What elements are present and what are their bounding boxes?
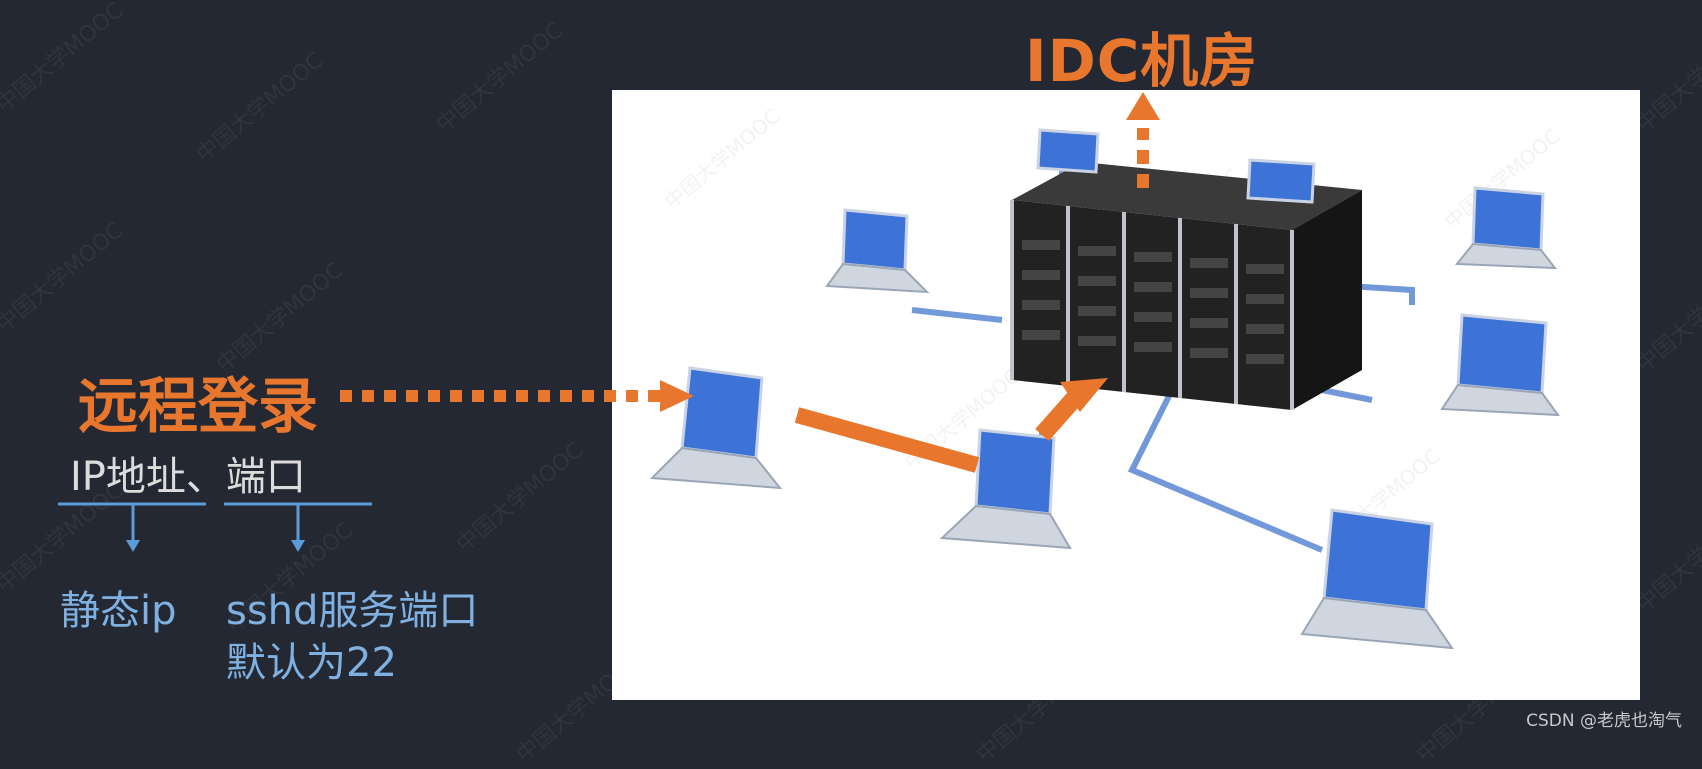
laptop-icon bbox=[1300, 508, 1455, 650]
laptop-icon bbox=[1036, 128, 1100, 174]
laptop-icon bbox=[825, 208, 930, 294]
laptop-icon bbox=[649, 366, 783, 490]
idc-up-arrow bbox=[1126, 92, 1160, 188]
arrow-down-icon bbox=[126, 540, 140, 552]
network-illustration: 中国大学MOOC 中国大学MOOC 中国大学MOOC 中国大学MOOC 中国大学… bbox=[612, 90, 1640, 700]
laptop-icon bbox=[939, 428, 1072, 550]
remote-login-arrow bbox=[340, 380, 694, 412]
page-title: IDC机房 bbox=[1025, 27, 1259, 95]
sshd-port-label: sshd服务端口 bbox=[226, 588, 479, 634]
laptop-icon bbox=[1440, 313, 1561, 417]
arrow-down-icon bbox=[291, 540, 305, 552]
sshd-default-label: 默认为22 bbox=[226, 640, 397, 686]
network-svg: 中国大学MOOC 中国大学MOOC 中国大学MOOC 中国大学MOOC 中国大学… bbox=[649, 92, 1565, 650]
branch-lines bbox=[58, 502, 372, 552]
connection-arrow bbox=[794, 378, 1108, 473]
laptop-icon bbox=[1246, 158, 1316, 204]
server-rack-icon bbox=[1010, 162, 1362, 410]
static-ip-label: 静态ip bbox=[60, 588, 177, 634]
credit-label: CSDN @老虎也淘气 bbox=[1526, 711, 1682, 731]
ip-port-label: IP地址、端口 bbox=[70, 454, 306, 500]
laptop-icon bbox=[1454, 186, 1558, 270]
remote-login-label: 远程登录 bbox=[78, 372, 318, 442]
